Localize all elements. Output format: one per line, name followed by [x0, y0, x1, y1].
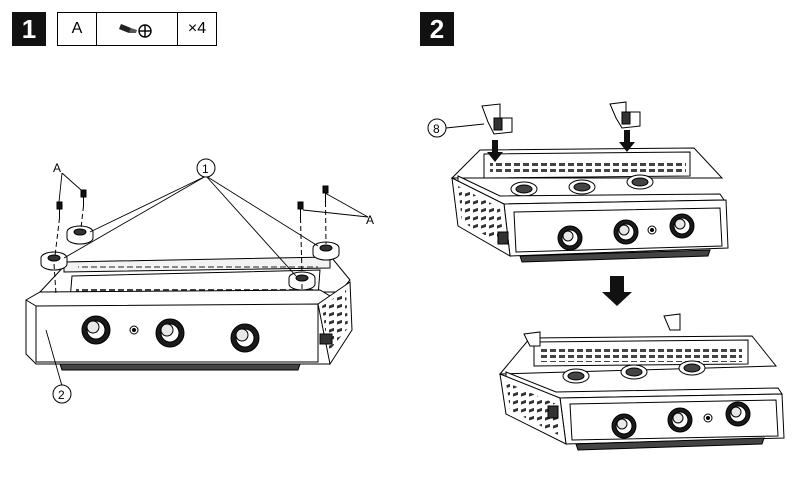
step2-unit-before — [450, 147, 729, 263]
step-1-badge: 1 — [12, 12, 46, 46]
screw-icon — [97, 13, 178, 45]
knob-1 — [81, 315, 111, 345]
body-label: 2 — [58, 388, 65, 402]
screw-label-left: A — [53, 161, 61, 175]
insert-arrows — [487, 130, 635, 162]
knob-2 — [155, 318, 185, 348]
callout-labels: A A 1 2 — [52, 158, 374, 404]
screws — [56, 185, 329, 218]
knob-3 — [230, 323, 260, 353]
bracket-label: 8 — [433, 122, 440, 136]
part-quantity: ×4 — [187, 20, 207, 37]
step-2-badge: 2 — [420, 12, 454, 46]
screw-label-right: A — [366, 213, 374, 227]
part-letter: A — [58, 13, 97, 45]
brackets — [481, 101, 641, 135]
parts-table: A ×4 — [57, 12, 217, 46]
step1-unit — [25, 256, 353, 371]
mount-label: 1 — [202, 162, 209, 176]
next-step-arrow — [602, 276, 632, 306]
step2-unit-after — [498, 313, 785, 451]
